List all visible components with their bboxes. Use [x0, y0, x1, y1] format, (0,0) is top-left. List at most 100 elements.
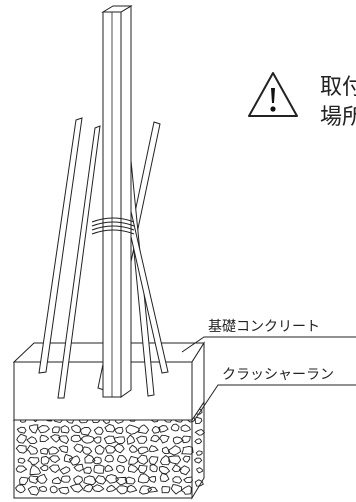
gravel-stone	[195, 450, 203, 456]
gravel-stone	[49, 485, 58, 494]
gravel-stone	[16, 426, 27, 434]
gravel-stone	[181, 445, 194, 455]
gravel-stone	[94, 475, 107, 485]
gravel-stone	[73, 463, 84, 472]
gravel-stone	[48, 455, 61, 464]
gravel-stone	[148, 456, 159, 465]
gravel-stone	[150, 434, 160, 443]
gravel-stone	[48, 464, 61, 474]
main-pole	[101, 5, 133, 398]
gravel-stone	[147, 486, 159, 493]
gravel-stone	[115, 476, 128, 486]
gravel-stone	[149, 464, 158, 473]
gravel-stone	[159, 454, 171, 466]
gravel-stone	[60, 475, 71, 483]
gravel-stone	[129, 444, 138, 453]
gravel-stone	[15, 465, 28, 473]
gravel-stone	[58, 435, 70, 445]
gravel-stone	[93, 464, 105, 474]
gravel-stone	[19, 476, 29, 486]
gravel-stone	[51, 476, 62, 484]
gravel-stone	[147, 476, 157, 483]
gravel-stone	[73, 443, 84, 454]
gravel-stone	[39, 464, 49, 472]
gravel-stone	[148, 445, 159, 453]
gravel-stone	[29, 424, 39, 434]
gravel-stone	[28, 475, 39, 484]
gravel-stone	[113, 436, 126, 444]
gravel-stone	[116, 485, 128, 495]
gravel-stone	[70, 424, 82, 434]
gravel-stone	[37, 425, 51, 434]
gravel-stone	[170, 483, 183, 495]
gravel-stone	[27, 486, 40, 496]
gravel-stone	[104, 423, 116, 433]
gravel-stone	[172, 436, 184, 445]
gravel-stone	[26, 444, 39, 455]
gravel-stone	[136, 454, 149, 465]
gravel-stone	[15, 484, 26, 494]
gravel-stone	[38, 485, 48, 492]
gravel-stone	[158, 465, 171, 475]
gravel-stone	[70, 434, 82, 443]
gravel-stone	[35, 473, 48, 484]
gravel-stone	[16, 433, 27, 444]
gravel-stone	[126, 434, 136, 445]
gravel-stone	[27, 456, 40, 465]
gravel-stone	[83, 466, 92, 474]
gravel-stone	[58, 486, 70, 495]
gravel-stone	[178, 465, 191, 476]
gravel-stone	[79, 426, 92, 436]
gravel-stone	[137, 424, 150, 434]
gravel-stone	[194, 429, 206, 436]
gravel-stone	[113, 426, 124, 435]
gravel-stone	[137, 473, 150, 484]
gravel-stone	[40, 455, 50, 465]
gravel-stone	[127, 463, 139, 473]
gravel-stone	[161, 486, 171, 494]
gravel-stone	[47, 446, 60, 455]
gravel-stone	[68, 455, 81, 466]
gravel-stone	[125, 424, 140, 435]
gravel-stone	[183, 476, 193, 484]
gravel-stone	[168, 455, 182, 465]
gravel-stone	[180, 485, 192, 495]
callout-label-crusher-run: クラッシャーラン	[222, 367, 334, 383]
gravel-stone	[137, 446, 149, 455]
gravel-stone	[159, 434, 170, 444]
gravel-stone	[63, 453, 74, 463]
gravel-stone	[58, 445, 69, 454]
gravel-stone	[116, 455, 128, 464]
gravel-stone	[138, 485, 153, 495]
gravel-stone	[83, 475, 97, 486]
gravel-stone	[194, 479, 204, 487]
gravel-stone	[49, 434, 61, 443]
gravel-stone	[104, 454, 114, 463]
gravel-stone	[182, 455, 191, 463]
gravel-stone	[161, 446, 171, 455]
gravel-stone	[128, 455, 139, 465]
gravel-stone	[93, 426, 104, 435]
gravel-stone	[91, 484, 105, 493]
warning-text-line1: 取付	[320, 75, 356, 100]
binding-wire	[91, 217, 135, 235]
gravel-stone	[194, 438, 203, 445]
callout-leader-crusher-run	[195, 384, 356, 419]
gravel-stone	[124, 476, 136, 485]
callout-leader-concrete	[181, 336, 356, 353]
gravel-stone	[196, 467, 204, 474]
gravel-stone	[105, 484, 117, 493]
gravel-stone	[194, 457, 203, 464]
gravel-stone	[81, 446, 93, 455]
gravel-stone	[137, 464, 148, 474]
gravel-stone	[105, 474, 120, 484]
gravel-stone	[126, 484, 138, 493]
gravel-stone	[171, 464, 182, 473]
gravel-stone	[170, 423, 180, 432]
gravel-stone	[181, 435, 191, 444]
gravel-stone	[113, 443, 125, 454]
gravel-stone	[69, 483, 84, 493]
gravel-stone	[52, 426, 60, 434]
gravel-stone	[26, 436, 38, 445]
